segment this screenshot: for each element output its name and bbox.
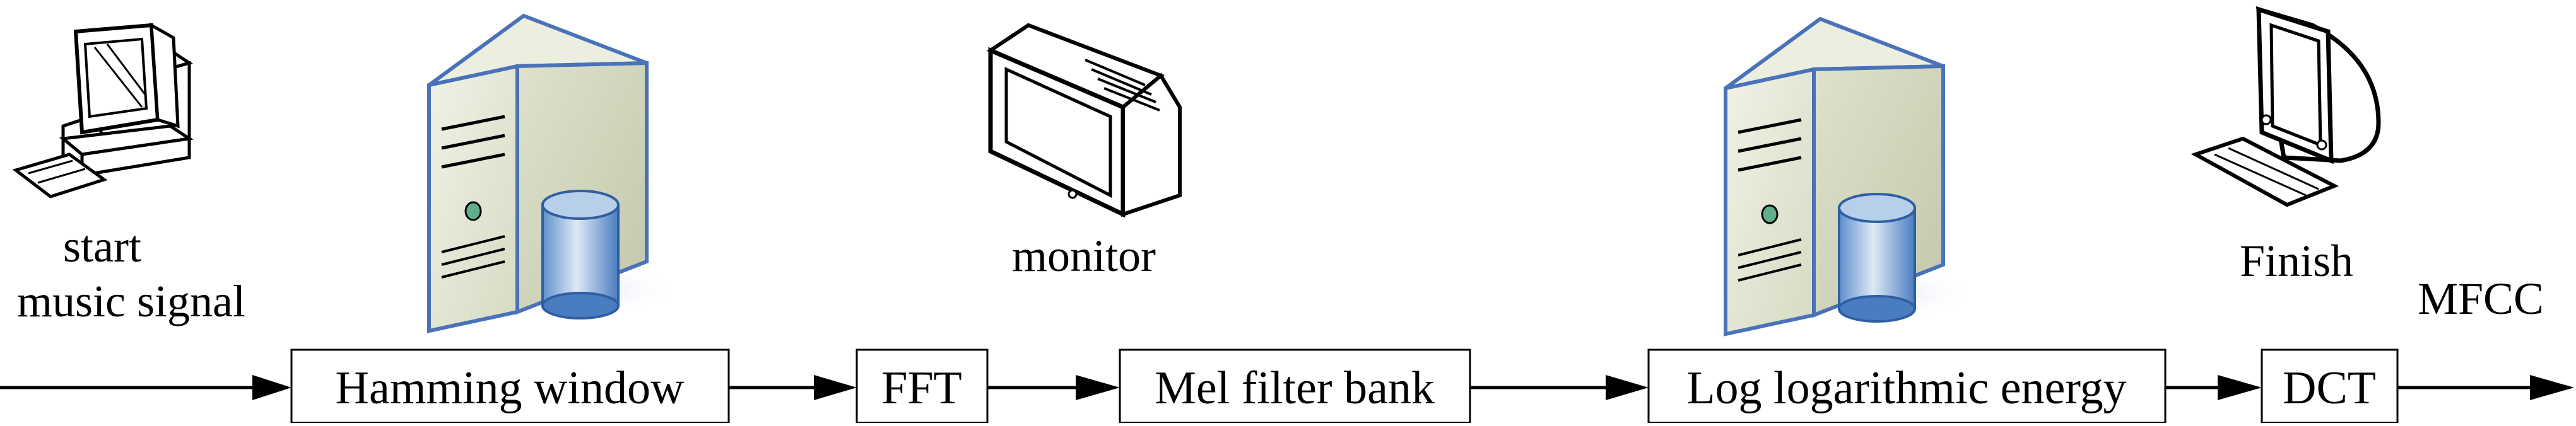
finish-label: Finish [2240,236,2353,286]
step-label: FFT [881,362,962,414]
flow-arrows [0,375,2574,400]
arrow-head-fft [814,375,857,400]
arrow-head-input [252,375,291,400]
arrow-head-mel [1076,375,1120,400]
step-label: Log logarithmic energy [1686,362,2126,414]
start-label-line1: start [63,221,141,272]
server-left-icon [427,13,681,333]
arrow-head-dct [2218,375,2262,400]
desktop-computer-icon [12,22,194,199]
arrow-head-log [1606,375,1649,400]
step-label: DCT [2283,362,2376,414]
step-log-energy: Log logarithmic energy [1647,348,2167,424]
monitor-label: monitor [1012,231,1156,281]
server-right-icon [1724,16,1978,337]
computer-with-keyboard-icon [2191,6,2381,207]
start-label-line2: music signal [17,276,245,326]
step-label: Hamming window [336,362,685,414]
output-label-mfcc: MFCC [2418,273,2544,324]
arrow-head-output [2530,375,2574,400]
step-label: Mel filter bank [1155,362,1435,414]
step-hamming-window: Hamming window [290,348,730,424]
step-mel-filter-bank: Mel filter bank [1119,348,1471,424]
crt-monitor-icon [986,23,1182,218]
step-fft: FFT [856,348,989,424]
step-dct: DCT [2261,348,2399,424]
